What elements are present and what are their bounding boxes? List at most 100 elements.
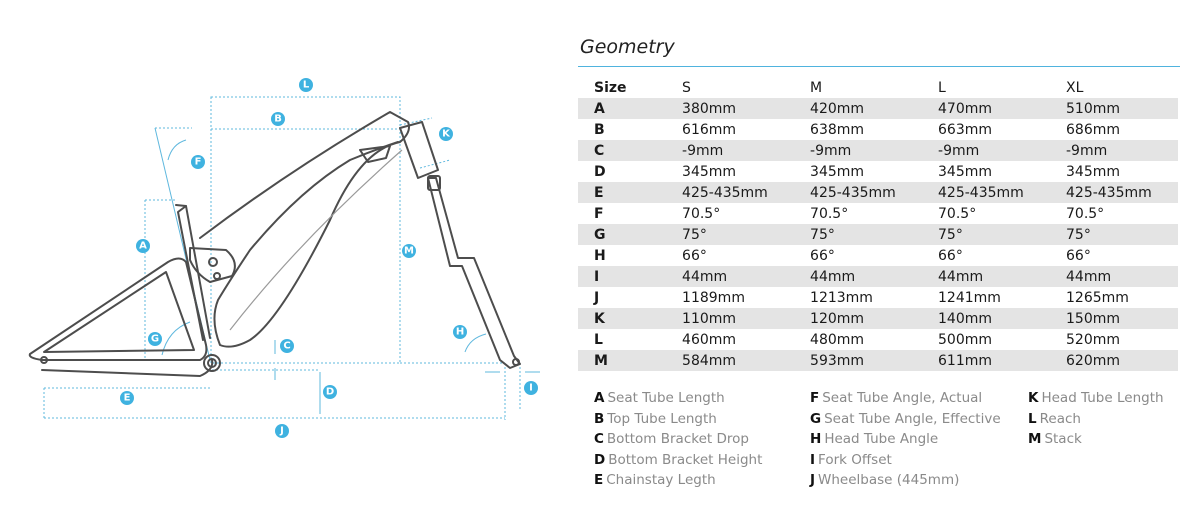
legend-label: Seat Tube Angle, Actual	[822, 390, 983, 406]
svg-text:A: A	[139, 241, 147, 252]
table-cell: 140mm	[922, 308, 1050, 329]
column-header: S	[666, 77, 795, 98]
table-cell: 70.5°	[666, 203, 795, 224]
table-cell: 380mm	[666, 98, 795, 119]
table-cell: 345mm	[1050, 161, 1178, 182]
legend-label: Chainstay Legth	[606, 472, 716, 488]
table-header-row: Size S M L XL	[578, 77, 1178, 98]
row-key: M	[578, 350, 667, 371]
row-key: B	[578, 119, 667, 140]
legend-label: Head Tube Angle	[824, 431, 939, 447]
legend-label: Reach	[1039, 410, 1081, 427]
table-cell: 425-435mm	[1050, 182, 1178, 203]
column-header: Size	[578, 77, 667, 98]
table-cell: 66°	[1050, 245, 1178, 266]
legend-key: B	[594, 410, 605, 427]
table-cell: 75°	[922, 224, 1050, 245]
title-divider	[578, 66, 1180, 67]
table-cell: 616mm	[666, 119, 795, 140]
legend-label: Seat Tube Angle, Effective	[824, 410, 1001, 427]
frame-geometry-diagram: L B K F A M G H C D I E J	[28, 78, 540, 438]
svg-text:B: B	[274, 114, 282, 125]
legend-label: Stack	[1044, 431, 1082, 447]
row-key: A	[578, 98, 667, 119]
table-cell: 1241mm	[922, 287, 1050, 308]
table-cell: 1265mm	[1050, 287, 1178, 308]
legend-key: F	[810, 390, 820, 406]
table-cell: 66°	[666, 245, 795, 266]
legend-key: E	[594, 472, 604, 488]
table-cell: -9mm	[794, 140, 923, 161]
legend-label: Bottom Bracket Drop	[606, 431, 749, 447]
table-cell: 686mm	[1050, 119, 1178, 140]
row-key: F	[578, 203, 667, 224]
table-cell: 75°	[1050, 224, 1178, 245]
table-cell: 120mm	[794, 308, 923, 329]
legend-key: K	[1028, 390, 1039, 406]
table-cell: 593mm	[794, 350, 923, 371]
table-cell: 520mm	[1050, 329, 1178, 350]
table-cell: 44mm	[794, 266, 923, 287]
table-cell: 66°	[794, 245, 923, 266]
svg-text:I: I	[529, 383, 533, 394]
table-cell: 480mm	[794, 329, 923, 350]
row-key: G	[578, 224, 667, 245]
table-cell: 425-435mm	[666, 182, 795, 203]
badge-c: C	[280, 339, 294, 353]
bike-frame	[28, 111, 521, 377]
table-cell: 70.5°	[1050, 203, 1178, 224]
row-key: K	[578, 308, 667, 329]
table-cell: 70.5°	[794, 203, 923, 224]
svg-text:M: M	[404, 246, 414, 257]
legend-label: Top Tube Length	[607, 410, 717, 427]
row-key: L	[578, 329, 667, 350]
table-cell: 460mm	[666, 329, 795, 350]
table-cell: 44mm	[922, 266, 1050, 287]
table-cell: 75°	[666, 224, 795, 245]
table-cell: 150mm	[1050, 308, 1178, 329]
svg-text:D: D	[326, 387, 334, 398]
column-header: L	[922, 77, 1050, 98]
svg-text:E: E	[124, 393, 131, 404]
column-header: XL	[1050, 77, 1178, 98]
table-cell: 66°	[922, 245, 1050, 266]
table-cell: 70.5°	[922, 203, 1050, 224]
table-cell: 420mm	[794, 98, 923, 119]
table-cell: 663mm	[922, 119, 1050, 140]
table-cell: -9mm	[1050, 140, 1178, 161]
table-cell: 44mm	[666, 266, 795, 287]
badge-i: I	[524, 381, 538, 395]
table-cell: 510mm	[1050, 98, 1178, 119]
row-key: H	[578, 245, 667, 266]
table-cell: 1189mm	[666, 287, 795, 308]
table-row: C-9mm-9mm-9mm-9mm	[578, 140, 1178, 161]
svg-text:L: L	[303, 80, 310, 91]
table-cell: 345mm	[666, 161, 795, 182]
table-cell: -9mm	[666, 140, 795, 161]
legend-label: Bottom Bracket Height	[608, 451, 763, 468]
badge-a: A	[136, 239, 150, 253]
row-key: C	[578, 140, 667, 161]
legend-key: I	[810, 451, 816, 468]
legend-key: L	[1028, 410, 1037, 427]
